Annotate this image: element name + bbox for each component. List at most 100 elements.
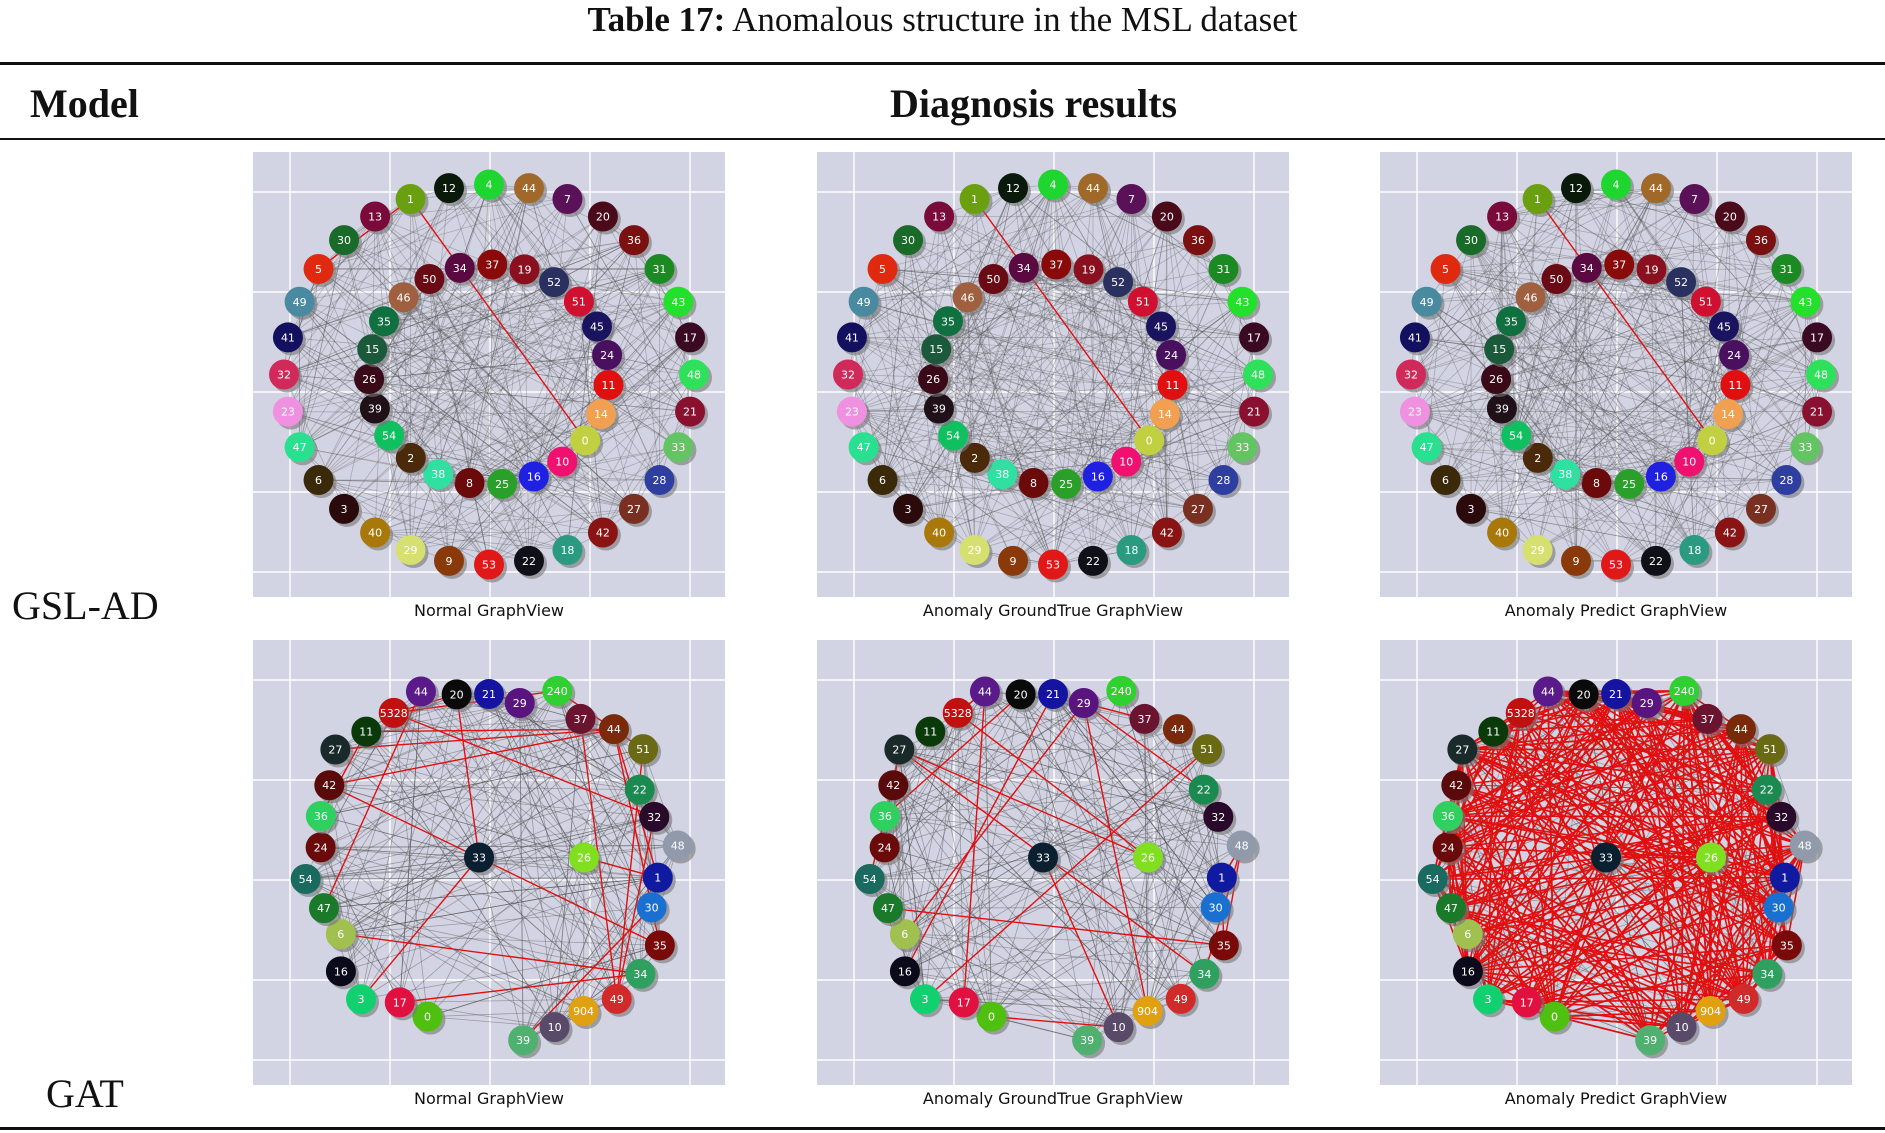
graph-edge (329, 702, 520, 786)
graph-edge (1467, 933, 1744, 1000)
graph-edge (884, 815, 1149, 858)
node-label: 3 (921, 993, 928, 1006)
graph-node-7: 7 (1116, 183, 1150, 217)
graph-edge (1410, 374, 1617, 565)
graph-edge (1680, 281, 1729, 415)
node-label: 49 (1174, 993, 1188, 1006)
graph-edge (1012, 187, 1199, 510)
node-label: 18 (560, 544, 574, 557)
node-circle (878, 770, 909, 801)
anomaly-edge (1536, 198, 1713, 441)
graph-edge (1470, 239, 1731, 533)
node-circle (1239, 322, 1270, 353)
graph-node-1: 1 (395, 183, 429, 217)
node-circle (269, 359, 299, 390)
graph-edge (1410, 320, 1512, 375)
graph-edge (863, 301, 1099, 477)
graph-edge (488, 446, 679, 565)
graph-node-26: 26 (1696, 842, 1729, 876)
graph-edge (851, 337, 1255, 412)
graph-edge (1414, 337, 1806, 448)
graph-node-6: 6 (303, 465, 337, 499)
graph-edge (1120, 690, 1205, 974)
graph-edge (375, 532, 568, 551)
graph-edge (882, 479, 1132, 551)
node-label: 22 (1086, 555, 1100, 568)
node-circle (368, 306, 399, 337)
graph-edge (957, 712, 992, 1017)
graph-edge (1537, 198, 1806, 448)
graph-edge (892, 784, 1088, 1041)
anomaly-edge (1450, 907, 1711, 1012)
node-circle (395, 535, 426, 566)
graph-edge (340, 691, 422, 935)
graph-edge (884, 789, 1204, 817)
graph-edge (893, 784, 1222, 879)
graph-node-45: 45 (1708, 311, 1742, 345)
graph-edge (318, 268, 608, 356)
graph-edge (991, 877, 1223, 1017)
graph-edge (1596, 326, 1725, 484)
graph-edge (1052, 184, 1168, 533)
graph-edge (374, 354, 608, 533)
graph-edge (1410, 187, 1577, 375)
node-circle (1226, 830, 1257, 861)
node-label: 35 (1504, 315, 1518, 328)
graph-edge (602, 374, 695, 533)
graph-edge (1097, 282, 1119, 477)
graph-edge (1729, 374, 1822, 533)
graph-edge (340, 877, 658, 972)
anomaly-edge (1467, 788, 1768, 973)
anomaly-edge (1645, 702, 1683, 1028)
graph-edge (1020, 694, 1119, 1028)
node-label: 24 (1727, 349, 1741, 362)
node-circle (618, 493, 649, 524)
node-label: 49 (1420, 296, 1434, 309)
graph-edge (863, 216, 1168, 448)
graph-node-43: 43 (1790, 286, 1824, 320)
graph-edge (1001, 239, 1199, 475)
node-circle (1077, 545, 1108, 576)
graph-edge (1556, 278, 1657, 561)
graph-edge (343, 240, 373, 350)
node-label: 6 (337, 928, 344, 941)
graph-edge (1033, 184, 1054, 484)
graph-edge (863, 413, 1165, 448)
graph-edge (488, 184, 679, 303)
graph-edge (469, 198, 568, 484)
graph-edge (1097, 239, 1199, 477)
node-label: 26 (926, 373, 940, 386)
node-circle (1008, 252, 1039, 283)
graph-edge (1760, 337, 1818, 509)
node-label: 48 (1235, 839, 1249, 852)
graph-edge (528, 187, 695, 375)
graph-node-50: 50 (414, 264, 448, 298)
graph-edge (930, 731, 1219, 818)
node-circle (329, 493, 360, 524)
graph-node-22: 22 (1640, 545, 1674, 579)
graph-edge (1564, 198, 1695, 475)
node-circle (308, 893, 339, 924)
graph-edge (393, 712, 480, 858)
graph-edge (851, 184, 1054, 338)
node-label: 42 (322, 779, 336, 792)
graph-node-1: 1 (642, 862, 676, 896)
node-label: 2 (1534, 452, 1541, 465)
graph-edge (930, 731, 1205, 975)
node-label: 12 (442, 182, 456, 195)
graph-edge (1052, 693, 1223, 878)
graph-node-16: 16 (1452, 956, 1486, 990)
node-label: 45 (590, 321, 604, 334)
graph-edge (469, 184, 490, 484)
graph-edge (1144, 718, 1149, 858)
graph-node-49: 49 (284, 286, 318, 320)
node-circle (923, 393, 954, 424)
graph-edge (554, 857, 585, 1028)
graph-edge (1655, 187, 1822, 375)
node-label: 27 (1754, 503, 1768, 516)
graph-edge (374, 354, 608, 409)
graph-node-33: 33 (1591, 842, 1624, 876)
graph-node-16: 16 (1645, 461, 1679, 495)
node-circle (487, 468, 518, 499)
graph-edge (323, 907, 584, 1012)
